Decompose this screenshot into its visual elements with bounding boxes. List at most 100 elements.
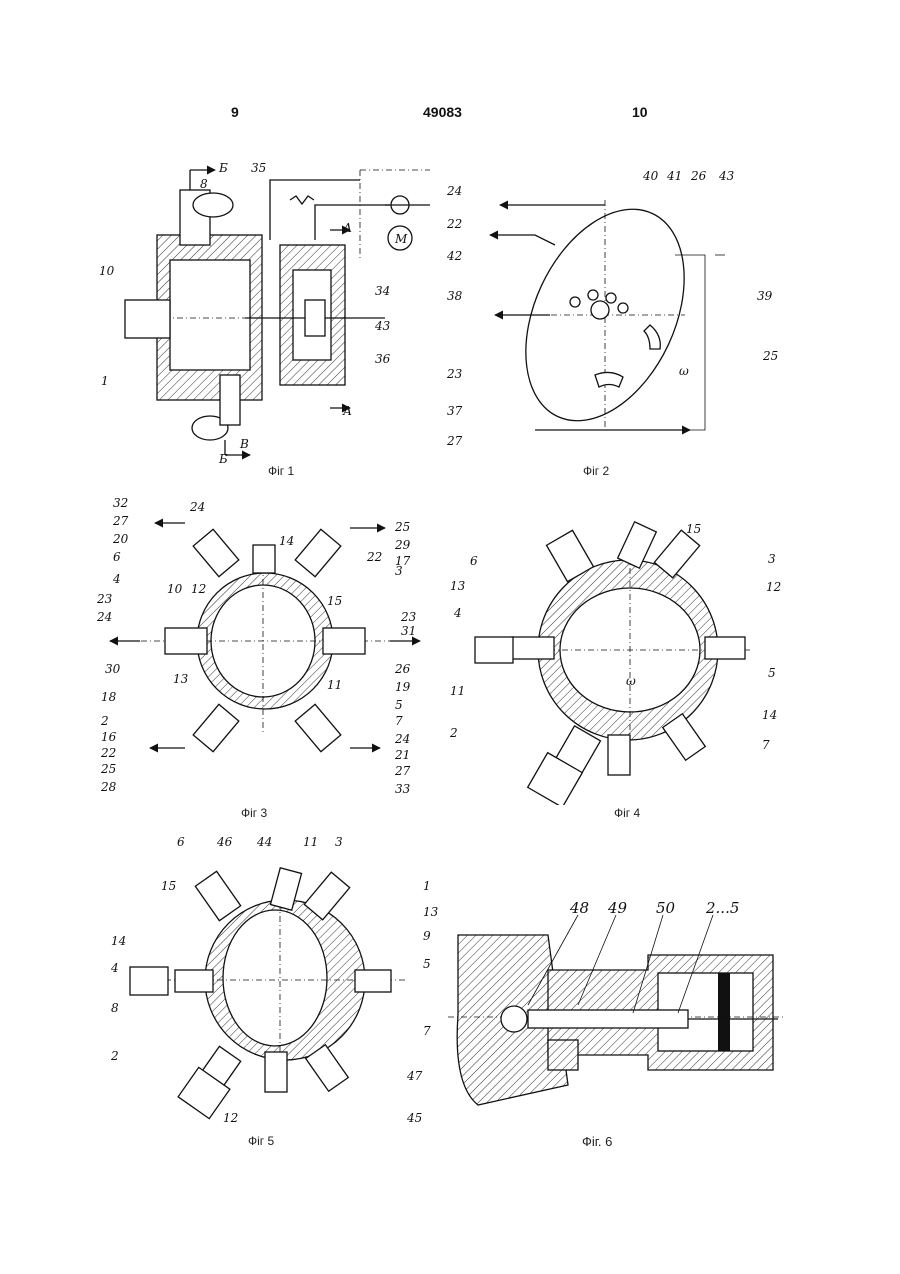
- fig5-label-1: 1: [423, 879, 431, 893]
- fig5-label-2: 2: [110, 1049, 119, 1063]
- fig1-label-Б-top: Б: [218, 161, 228, 175]
- fig3-label-24-right: 24: [394, 732, 410, 746]
- fig1-label-43: 43: [374, 319, 391, 333]
- figure-4-drawing: 6 13 4 11 2 15 3 12 5 14 7 ω: [450, 505, 790, 805]
- fig4-label-12: 12: [766, 580, 781, 594]
- fig2-label-omega: ω: [679, 364, 689, 378]
- fig2-label-38: 38: [447, 289, 463, 303]
- fig2-label-37: 37: [447, 404, 463, 418]
- fig4-label-14: 14: [762, 708, 777, 722]
- fig4-label-15: 15: [686, 522, 701, 536]
- fig2-label-40: 40: [642, 169, 659, 183]
- fig2-label-25: 25: [762, 349, 778, 363]
- fig1-label-В: В: [239, 437, 249, 451]
- fig3-label-16: 16: [101, 730, 117, 744]
- fig5-label-6: 6: [177, 835, 185, 849]
- fig5-label-46: 46: [216, 835, 233, 849]
- fig5-label-11: 11: [303, 835, 318, 849]
- fig2-label-43: 43: [718, 169, 735, 183]
- figure-3-drawing: 32 27 24 20 6 4 23 24 30 18 2 16 22 25 2…: [95, 493, 435, 798]
- fig6-label-2-5: 2...5: [705, 899, 739, 917]
- fig2-label-39: 39: [757, 289, 773, 303]
- fig5-label-13: 13: [423, 905, 439, 919]
- fig3-label-11: 11: [327, 678, 342, 692]
- fig2-label-22: 22: [446, 217, 462, 231]
- fig5-label-12: 12: [223, 1111, 238, 1125]
- fig6-label-48: 48: [569, 899, 589, 917]
- fig1-label-36: 36: [375, 352, 391, 366]
- figure-1-caption: Фіг 1: [268, 464, 294, 478]
- figure-3-caption: Фіг 3: [241, 806, 267, 820]
- fig5-label-3: 3: [335, 835, 343, 849]
- fig3-label-10: 10: [167, 582, 183, 596]
- fig4-label-7: 7: [762, 738, 770, 752]
- fig3-label-17: 17: [395, 554, 411, 568]
- fig3-label-25-right: 25: [394, 520, 410, 534]
- fig5-label-44: 44: [256, 835, 272, 849]
- fig2-label-42: 42: [446, 249, 462, 263]
- figure-2-drawing: 24 22 42 38 23 37 27 40 41 26 43 39 25 ω: [445, 160, 790, 460]
- fig1-label-8: 8: [200, 177, 208, 191]
- figure-6-caption: Фіг. 6: [582, 1134, 612, 1149]
- fig3-label-25-left: 25: [100, 762, 116, 776]
- fig2-label-27: 27: [446, 434, 463, 448]
- figure-1-drawing: 35 Б 8 10 1 Б В А А 34 43 36 M: [95, 150, 440, 470]
- fig5-label-7: 7: [423, 1024, 431, 1038]
- fig5-label-14: 14: [111, 934, 126, 948]
- fig3-label-30: 30: [105, 662, 121, 676]
- fig6-label-50: 50: [656, 899, 676, 917]
- figure-5-caption: Фіг 5: [248, 1134, 274, 1148]
- fig3-label-33: 33: [395, 782, 411, 796]
- fig3-label-24-top: 24: [189, 500, 205, 514]
- fig4-label-11: 11: [450, 684, 465, 698]
- fig3-label-31: 31: [401, 624, 416, 638]
- fig4-label-omega: ω: [626, 674, 636, 688]
- fig3-label-27-right: 27: [394, 764, 411, 778]
- fig1-label-1: 1: [101, 374, 109, 388]
- fig2-label-26: 26: [690, 169, 707, 183]
- fig3-label-22-left: 22: [100, 746, 116, 760]
- page-number-right: 10: [632, 104, 648, 120]
- fig4-label-2: 2: [450, 726, 458, 740]
- fig3-label-22-right: 22: [366, 550, 382, 564]
- fig3-label-14: 14: [279, 534, 294, 548]
- fig4-label-5: 5: [768, 666, 776, 680]
- fig3-label-28: 28: [100, 780, 117, 794]
- fig3-label-21: 21: [394, 748, 410, 762]
- fig3-label-23-right: 23: [400, 610, 417, 624]
- fig3-label-29: 29: [394, 538, 411, 552]
- fig1-label-А-top: А: [342, 221, 352, 235]
- fig5-label-5: 5: [423, 957, 431, 971]
- figure-2-caption: Фіг 2: [583, 464, 609, 478]
- fig1-label-34: 34: [375, 284, 390, 298]
- fig5-label-8: 8: [111, 1001, 119, 1015]
- fig1-label-35: 35: [251, 161, 266, 175]
- fig3-label-15: 15: [327, 594, 342, 608]
- fig4-label-3: 3: [768, 552, 776, 566]
- figure-6-drawing: 48 49 50 2...5: [448, 895, 788, 1125]
- fig3-label-20: 20: [112, 532, 129, 546]
- fig3-label-5: 5: [395, 698, 403, 712]
- fig5-label-4: 4: [110, 961, 119, 975]
- figure-4-caption: Фіг 4: [614, 806, 640, 820]
- fig1-label-10: 10: [99, 264, 115, 278]
- fig2-label-24: 24: [446, 184, 462, 198]
- fig3-label-6: 6: [113, 550, 121, 564]
- fig3-label-18: 18: [101, 690, 117, 704]
- figure-5-drawing: 6 46 44 11 3 15 1 13 14 9 4 5 8 7 2 47 1…: [105, 830, 440, 1130]
- fig1-label-M: M: [394, 232, 408, 246]
- fig3-label-4: 4: [112, 572, 121, 586]
- fig3-label-23-left: 23: [96, 592, 113, 606]
- fig3-label-26: 26: [394, 662, 411, 676]
- fig3-label-12: 12: [191, 582, 206, 596]
- fig3-label-24-left: 24: [96, 610, 112, 624]
- fig3-label-19: 19: [395, 680, 411, 694]
- fig2-label-23: 23: [446, 367, 463, 381]
- document-number: 49083: [423, 104, 462, 120]
- fig5-label-47: 47: [406, 1069, 423, 1083]
- fig6-label-49: 49: [607, 899, 628, 917]
- fig5-label-45: 45: [406, 1111, 422, 1125]
- fig5-label-9: 9: [423, 929, 431, 943]
- fig5-label-15: 15: [161, 879, 176, 893]
- fig4-label-13: 13: [450, 579, 466, 593]
